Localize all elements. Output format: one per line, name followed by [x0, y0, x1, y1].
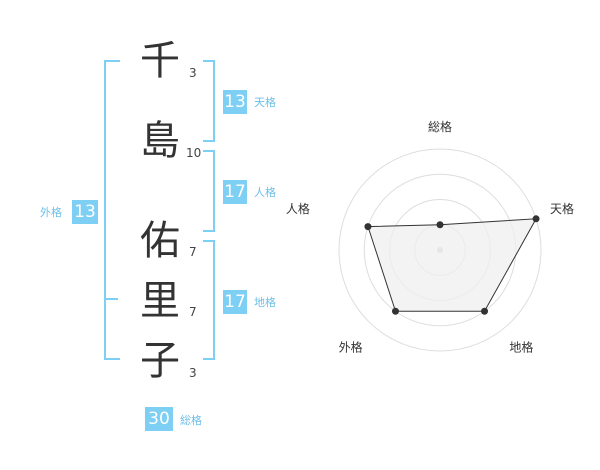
- stroke-count-1: 3: [189, 66, 197, 80]
- radar-point-1: [436, 221, 444, 229]
- radar-polygon: [367, 218, 537, 312]
- chikaku-label: 地格: [254, 296, 276, 309]
- radar-ring: [338, 148, 542, 352]
- chikaku-bracket: [203, 240, 215, 360]
- gaikaku-bracket: [104, 60, 120, 360]
- radar-point-4: [391, 307, 399, 315]
- tenkaku-label: 天格: [254, 96, 276, 109]
- name-char-4: 里: [140, 278, 180, 324]
- tenkaku-bracket: [203, 60, 215, 142]
- tenkaku-badge: 13: [223, 90, 247, 114]
- stroke-count-5: 3: [189, 366, 197, 380]
- radar-axis-label-4: 外格: [339, 340, 363, 355]
- chikaku-badge: 17: [223, 290, 247, 314]
- stroke-count-2: 10: [186, 146, 202, 160]
- radar-axis-label-5: 人格: [286, 201, 310, 216]
- soukaku-label: 総格: [180, 414, 202, 427]
- soukaku-badge: 30: [145, 407, 173, 431]
- gaikaku-badge: 13: [72, 200, 98, 224]
- radar-point-5: [364, 223, 372, 231]
- name-char-2: 島: [140, 118, 180, 164]
- stroke-count-4: 7: [189, 305, 197, 319]
- jinkaku-bracket: [203, 150, 215, 232]
- gaikaku-bracket-divider: [104, 298, 118, 300]
- radar-point-2: [532, 215, 540, 223]
- radar-axis-label-2: 天格: [550, 201, 574, 216]
- name-char-5: 子: [140, 338, 180, 384]
- radar-point-3: [481, 307, 489, 315]
- jinkaku-badge: 17: [223, 180, 247, 204]
- jinkaku-label: 人格: [254, 186, 276, 199]
- radar-axis-label-3: 地格: [509, 340, 533, 355]
- stroke-count-3: 7: [189, 245, 197, 259]
- name-char-3: 佑: [140, 218, 180, 264]
- gaikaku-label: 外格: [40, 206, 62, 219]
- radar-axis-label-1: 総格: [428, 119, 452, 134]
- name-char-1: 千: [140, 38, 180, 84]
